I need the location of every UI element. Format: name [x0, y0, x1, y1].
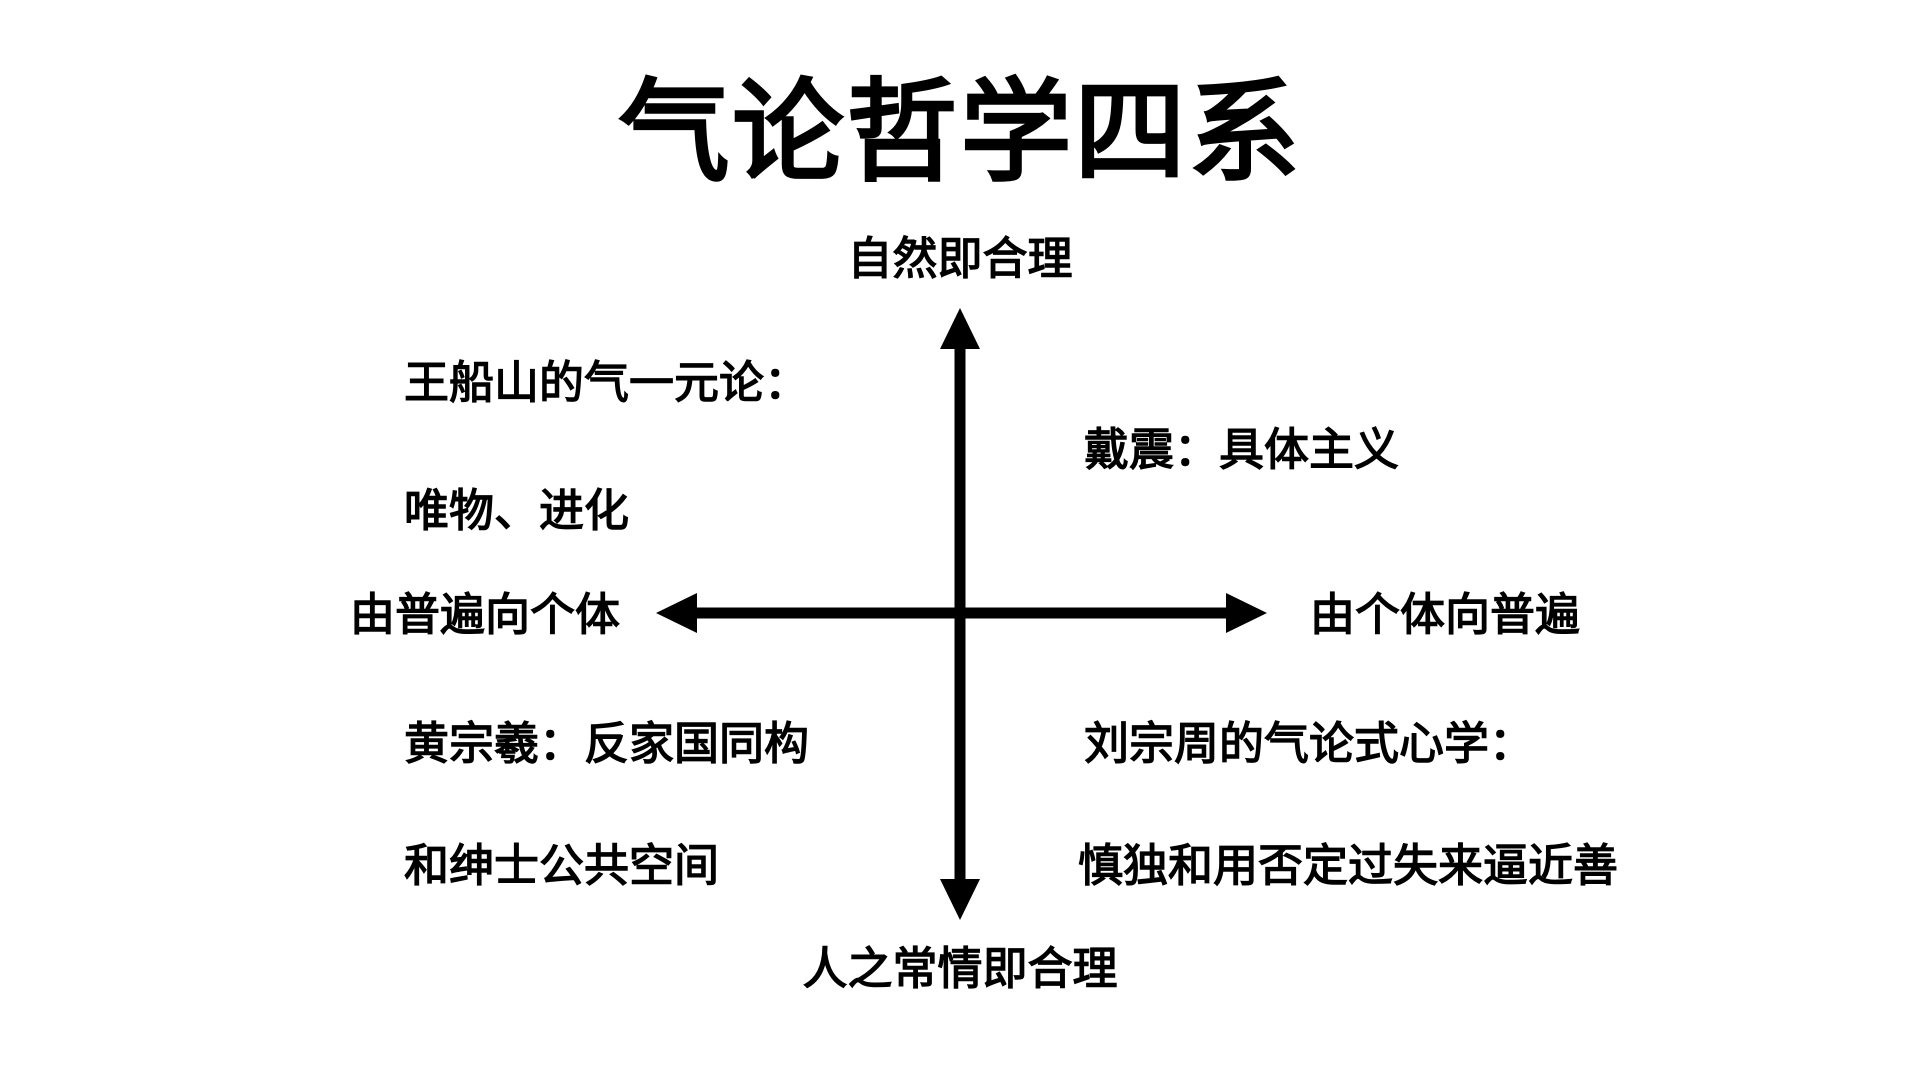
quadrant-top-left-line1: 王船山的气一元论：: [404, 357, 810, 408]
quadrant-bottom-right-line2: 慎独和用否定过失来逼近善: [1078, 840, 1619, 891]
axis-label-right: 由个体向普遍: [1310, 589, 1581, 640]
diagram-title: 气论哲学四系: [618, 70, 1302, 195]
arrowhead-right-icon: [1226, 593, 1267, 633]
arrowhead-down-icon: [940, 879, 980, 920]
quadrant-top-left-line2: 唯物、进化: [404, 485, 630, 536]
axis-label-bottom: 人之常情即合理: [802, 943, 1118, 994]
quadrant-bottom-left-line2: 和绅士公共空间: [404, 840, 720, 891]
arrowhead-left-icon: [656, 593, 697, 633]
quadrant-top-right-line1: 戴震：具体主义: [1084, 424, 1400, 475]
axis-label-top: 自然即合理: [847, 233, 1073, 284]
quadrant-bottom-right-line1: 刘宗周的气论式心学：: [1084, 718, 1535, 769]
arrowhead-up-icon: [940, 308, 980, 349]
quadrant-bottom-left-line1: 黄宗羲：反家国同构: [404, 718, 810, 769]
axis-label-left: 由普遍向个体: [349, 589, 620, 640]
